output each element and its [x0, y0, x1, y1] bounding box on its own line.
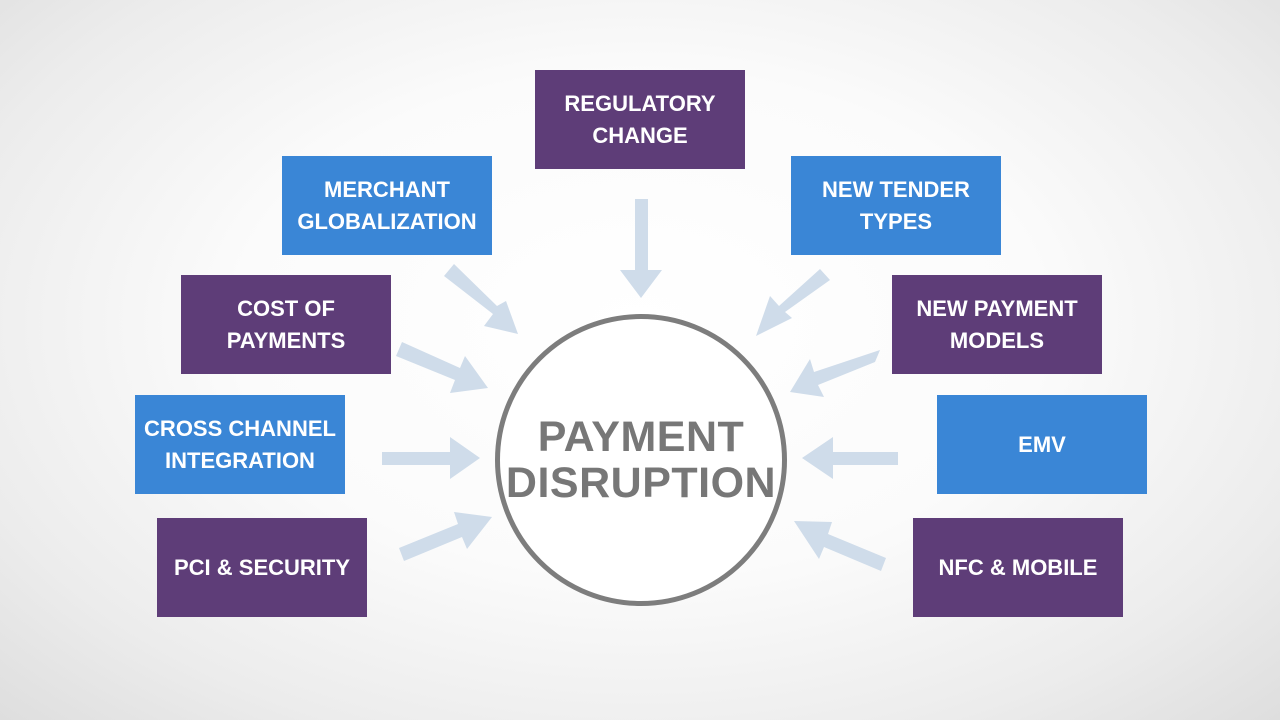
merchant-globalization-label: MERCHANT GLOBALIZATION — [297, 176, 477, 234]
cost-of-payments-label: COST OF PAYMENTS — [226, 295, 346, 353]
new-payment-models-box: NEW PAYMENT MODELS — [892, 275, 1102, 374]
pci-security-label: PCI & SECURITY — [173, 554, 351, 580]
arrow-from-new-payment-models — [790, 350, 880, 397]
emv-label: EMV — [1018, 431, 1066, 457]
regulatory-change-box: REGULATORY CHANGE — [535, 70, 745, 169]
arrow-from-new-tender-types — [756, 269, 830, 336]
new-payment-models-label: NEW PAYMENT MODELS — [916, 295, 1078, 353]
new-tender-types-label: NEW TENDER TYPES — [822, 176, 970, 234]
arrow-from-emv — [802, 437, 898, 479]
regulatory-change-label: REGULATORY CHANGE — [564, 90, 716, 148]
new-tender-types-box: NEW TENDER TYPES — [791, 156, 1001, 255]
arrow-from-cross-channel-integration — [382, 437, 480, 479]
arrow-from-pci-security — [399, 512, 492, 561]
payment-disruption-circle: PAYMENT DISRUPTION — [495, 314, 787, 606]
nfc-mobile-label: NFC & MOBILE — [938, 554, 1098, 580]
payment-disruption-title: PAYMENT DISRUPTION — [505, 413, 777, 507]
arrow-from-cost-of-payments — [396, 342, 488, 393]
arrow-from-regulatory-change — [620, 199, 662, 298]
pci-security-box: PCI & SECURITY — [157, 518, 367, 617]
emv-box: EMV — [937, 395, 1147, 494]
arrow-from-merchant-globalization — [444, 264, 518, 334]
nfc-mobile-box: NFC & MOBILE — [913, 518, 1123, 617]
cross-channel-integration-label: CROSS CHANNEL INTEGRATION — [144, 415, 336, 473]
arrow-from-nfc-mobile — [794, 521, 886, 571]
cost-of-payments-box: COST OF PAYMENTS — [181, 275, 391, 374]
cross-channel-integration-box: CROSS CHANNEL INTEGRATION — [135, 395, 345, 494]
merchant-globalization-box: MERCHANT GLOBALIZATION — [282, 156, 492, 255]
